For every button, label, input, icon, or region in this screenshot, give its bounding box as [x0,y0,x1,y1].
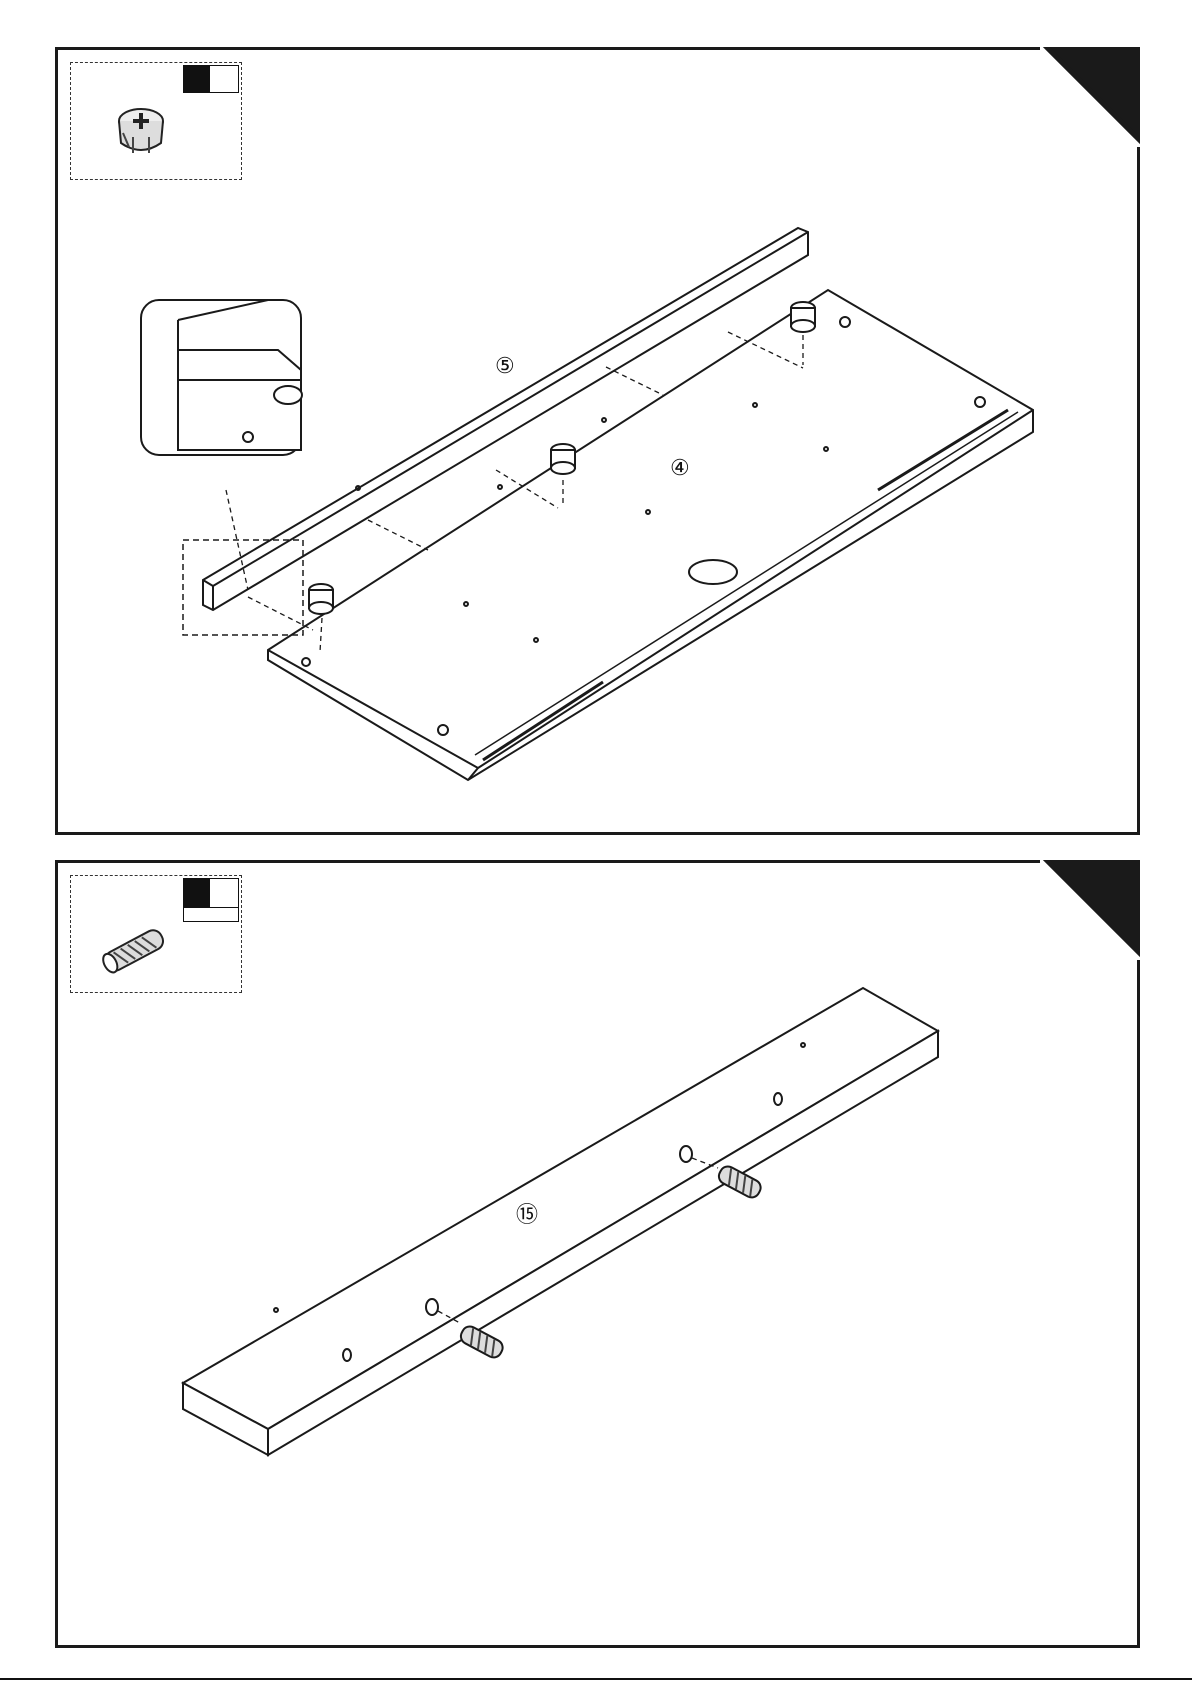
part-label-5: ⑤ [495,354,515,379]
step-panel-2: ⑮ [55,860,1140,1648]
step-panel-1: ⑤ ④ [55,47,1140,835]
part-label-4: ④ [670,456,690,481]
assembly-drawing-2 [58,863,1143,1651]
assembly-drawing-1 [58,50,1143,838]
page-footer-rule [0,1678,1192,1680]
part-label-15: ⑮ [516,1197,538,1229]
